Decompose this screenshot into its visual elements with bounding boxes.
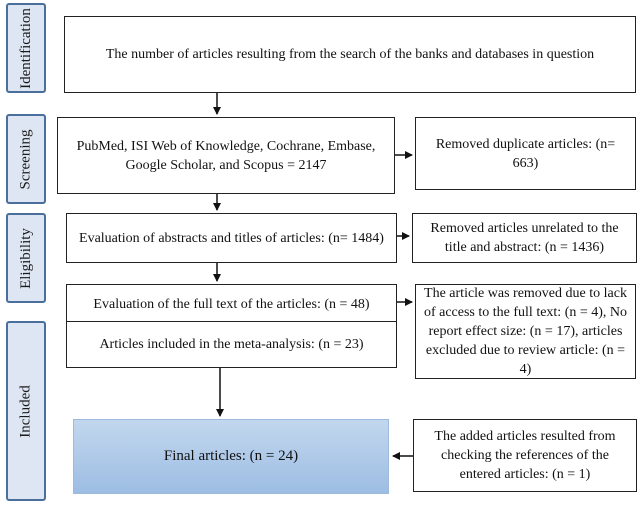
phase-identification: Identification [6, 3, 46, 93]
search-box-text: The number of articles resulting from th… [105, 47, 595, 62]
duplicates-box: Removed duplicate articles: (n= 663) [415, 117, 636, 190]
final-articles-box: Final articles: (n = 24) [73, 419, 389, 494]
included-meta-box: Articles included in the meta-analysis: … [66, 321, 397, 368]
removed-fulltext-box-text: The article was removed due to lack of a… [423, 286, 628, 377]
duplicates-box-text: Removed duplicate articles: (n= 663) [435, 136, 616, 171]
unrelated-box: Removed articles unrelated to the title … [412, 213, 637, 263]
added-articles-box: The added articles resulted from checkin… [413, 419, 637, 492]
abstracts-box-text: Evaluation of abstracts and titles of ar… [79, 230, 384, 246]
unrelated-box-text: Removed articles unrelated to the title … [430, 221, 619, 255]
included-meta-box-text: Articles included in the meta-analysis: … [99, 337, 364, 352]
databases-box-text: PubMed, ISI Web of Knowledge, Cochrane, … [76, 138, 376, 173]
fulltext-box-text: Evaluation of the full text of the artic… [93, 296, 370, 312]
abstracts-box: Evaluation of abstracts and titles of ar… [66, 213, 397, 263]
removed-fulltext-box: The article was removed due to lack of a… [415, 284, 636, 379]
phase-included: Included [6, 321, 46, 501]
added-articles-box-text: The added articles resulted from checkin… [434, 429, 616, 482]
phase-eligibility: Eligibility [6, 213, 46, 303]
databases-box: PubMed, ISI Web of Knowledge, Cochrane, … [57, 117, 395, 194]
phase-screening: Screening [6, 114, 46, 204]
final-articles-box-text: Final articles: (n = 24) [163, 448, 299, 464]
search-box: The number of articles resulting from th… [64, 16, 636, 93]
